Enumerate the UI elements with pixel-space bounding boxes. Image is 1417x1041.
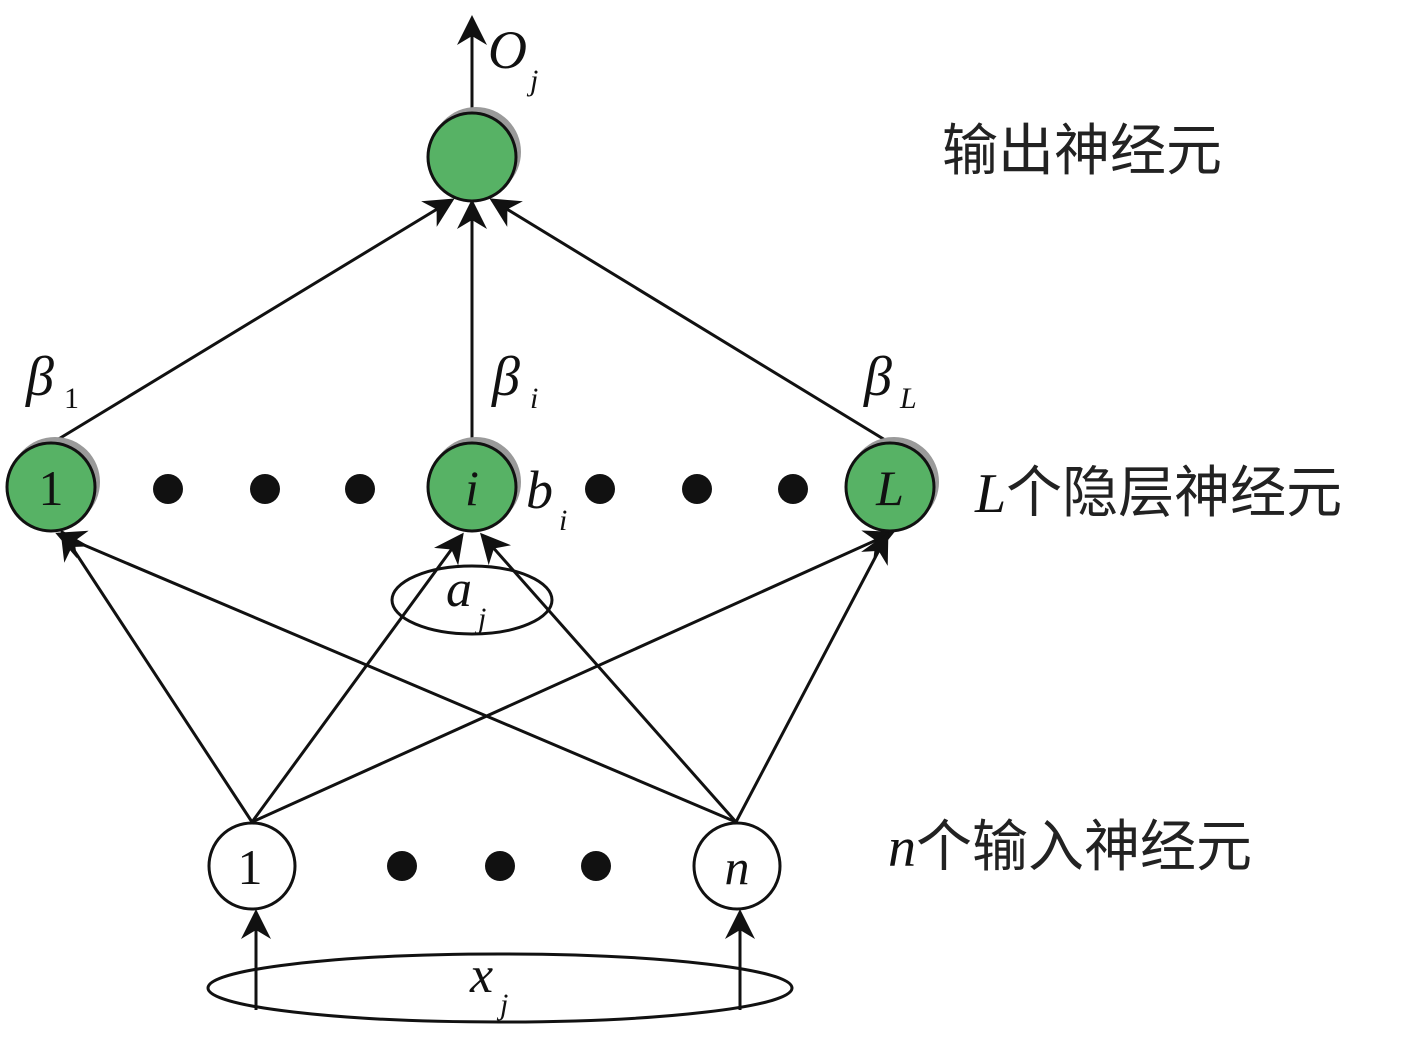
input-weight-ellipse (390, 564, 554, 636)
hidden-layer-var: L (974, 463, 1006, 525)
input-layer-label: n个输入神经元 (888, 815, 1252, 880)
edge-input-n-hidden-1 (55, 530, 737, 824)
input-ellipsis (387, 851, 611, 881)
bias-symbol: b (526, 460, 553, 520)
edge-input-1-hidden-1 (60, 529, 254, 823)
hidden-neuron-L-label: L (875, 460, 904, 516)
beta-first-symbol: β (25, 346, 54, 408)
input-vector-ellipse (206, 952, 794, 1024)
input-neuron-1: 1 (207, 821, 297, 911)
hidden-layer-text: 个隐层神经元 (1006, 461, 1342, 526)
beta-first-subscript: 1 (64, 382, 79, 415)
hidden-neuron-i: i (426, 437, 521, 533)
beta-last-subscript: L (899, 382, 917, 415)
edge-input-1-hidden-L (251, 530, 895, 824)
input-weight-symbol: a (446, 561, 472, 618)
bias-subscript: i (559, 504, 567, 537)
edge-input-n-hidden-i (480, 532, 738, 823)
output-neuron (426, 107, 521, 203)
output-subscript: j (526, 64, 538, 97)
input-layer-var: n (888, 817, 916, 879)
edge-hidden-1-output (51, 198, 455, 445)
edge-hidden-L-output (489, 198, 891, 445)
hidden-layer-label: L个隐层神经元 (974, 461, 1342, 526)
input-neuron-n-label: n (725, 839, 750, 895)
input-neuron-1-label: 1 (238, 839, 263, 895)
edge-input-n-hidden-L (734, 532, 889, 823)
output-layer-label: 输出神经元 (942, 119, 1222, 184)
input-layer-text: 个输入神经元 (916, 815, 1252, 880)
edge-input-1-hidden-i (250, 532, 464, 823)
input-vector-subscript: j (496, 988, 508, 1021)
beta-mid-subscript: i (530, 382, 538, 415)
hidden-ellipsis-left (153, 474, 375, 504)
input-neuron-n: n (692, 821, 782, 911)
input-vector-symbol: x (469, 947, 493, 1004)
input-weight-subscript: j (474, 602, 486, 635)
output-symbol: O (488, 20, 527, 80)
hidden-ellipsis-right (585, 474, 808, 504)
hidden-neuron-1: 1 (5, 437, 100, 533)
hidden-neuron-i-label: i (465, 460, 479, 516)
beta-last-symbol: β (863, 346, 892, 408)
hidden-neuron-1-label: 1 (39, 460, 64, 516)
beta-mid-symbol: β (491, 346, 520, 408)
hidden-neuron-L: L (844, 437, 939, 533)
